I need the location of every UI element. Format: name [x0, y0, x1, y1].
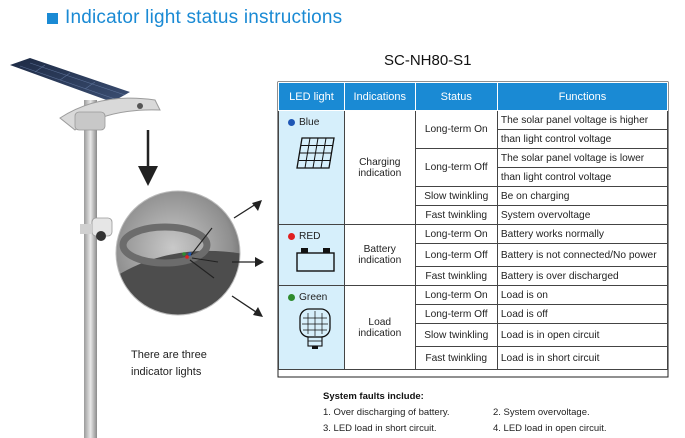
indication-charging: Charging indication [343, 110, 416, 225]
caption-line: indicator lights [131, 366, 202, 378]
function-cell: Battery is over discharged [496, 266, 669, 286]
fault-item: 3. LED load in short circuit. [323, 423, 437, 434]
function-cell: Load is in short circuit [496, 346, 669, 370]
status-cell: Long-term On [414, 224, 498, 244]
led-label-blue: Blue [299, 117, 320, 128]
fault-item: 2. System overvoltage. [493, 407, 590, 418]
camera-lens-icon [96, 231, 106, 241]
caption-line: There are three [131, 349, 207, 361]
status-cell: Long-term On [414, 110, 498, 149]
function-cell: Battery works normally [496, 224, 669, 244]
zoom-detail [116, 191, 240, 315]
header-status: Status [414, 82, 498, 111]
function-cell: The solar panel voltage is higher [496, 110, 669, 130]
table-row: Long-term Off Load is off [279, 304, 669, 324]
status-cell: Long-term Off [414, 243, 498, 267]
green-dot-icon [288, 294, 295, 301]
function-cell: Load is in open circuit [496, 323, 669, 347]
solar-panel [10, 58, 130, 102]
led-label-red: RED [299, 231, 321, 242]
title-square-icon [47, 12, 58, 24]
status-cell: Slow twinkling [414, 186, 498, 206]
fault-item: 1. Over discharging of battery. [323, 407, 450, 418]
section-title: Indicator light status instructions [47, 7, 342, 29]
function-cell: Load is off [496, 304, 669, 324]
header-led: LED light [278, 82, 345, 111]
function-cell: Battery is not connected/No power [496, 243, 669, 267]
indication-battery: Battery indication [343, 224, 416, 286]
table-row: Fast twinkling Battery is over discharge… [279, 266, 669, 286]
led-label-green: Green [299, 292, 328, 303]
table-row: Long-term Off The solar panel voltage is… [279, 148, 669, 187]
pole [84, 100, 97, 438]
indication-load: Load indication [343, 285, 416, 370]
table-header-row: LED light Indications Status Functions [278, 82, 669, 111]
pointer-arrows [231, 203, 257, 313]
table-row: Fast twinkling System overvoltage [279, 205, 669, 225]
battery-icon [296, 248, 335, 272]
status-cell: Long-term Off [414, 148, 498, 187]
faults-title: System faults include: [323, 391, 424, 402]
page-title: Indicator light status instructions [65, 7, 343, 28]
status-cell: Long-term On [414, 285, 498, 305]
led-lamp-icon [299, 308, 331, 349]
function-cell: The solar panel voltage is lower [496, 148, 669, 168]
status-cell: Fast twinkling [414, 266, 498, 286]
indicator-table: LED light Indications Status Functions B… [278, 82, 669, 370]
status-cell: Slow twinkling [414, 323, 498, 347]
led-cell-blue: Blue [278, 110, 345, 225]
function-cell: System overvoltage [496, 205, 669, 225]
function-cell: than light control voltage [496, 167, 669, 187]
status-cell: Fast twinkling [414, 205, 498, 225]
header-indications: Indications [343, 82, 416, 111]
function-cell: Be on charging [496, 186, 669, 206]
led-cell-green: Green [278, 285, 345, 370]
function-cell: Load is on [496, 285, 669, 305]
red-dot-icon [288, 233, 295, 240]
table-row: Blue Charging indication Long-term On Th… [278, 110, 669, 225]
status-cell: Long-term Off [414, 304, 498, 324]
led-cell-red: RED [278, 224, 345, 286]
table-row: Slow twinkling Be on charging [279, 186, 669, 206]
function-cell: than light control voltage [496, 129, 669, 149]
blue-dot-icon [288, 119, 295, 126]
status-cell: Fast twinkling [414, 346, 498, 370]
indicator-caption: There are three indicator lights [131, 347, 207, 381]
fault-item: 4. LED load in open circuit. [493, 423, 607, 434]
table-row: Green Load indication Long-term On Load … [278, 285, 669, 370]
header-functions: Functions [496, 82, 669, 111]
table-row: RED Battery indication Long-term On Batt… [278, 224, 669, 286]
table-row: Long-term Off Battery is not connected/N… [279, 243, 669, 267]
table-row: Fast twinkling Load is in short circuit [279, 346, 669, 370]
solar-panel-icon [296, 137, 335, 169]
model-name: SC-NH80-S1 [384, 52, 472, 69]
